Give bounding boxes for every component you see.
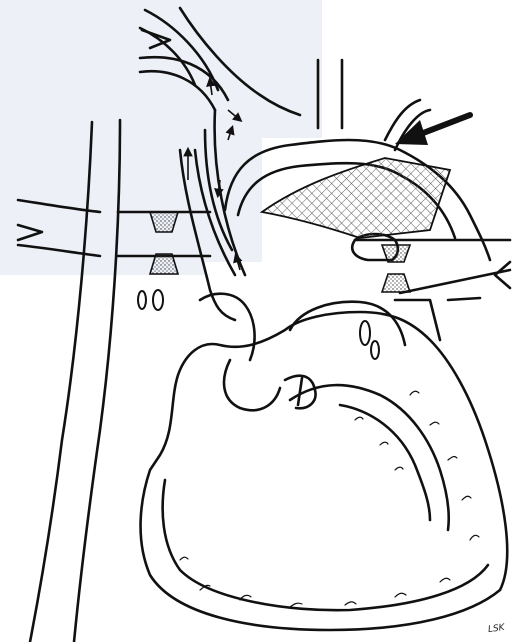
valve-leaflets (285, 376, 316, 409)
myocardium-texture (395, 593, 406, 597)
atrial-bulge (200, 294, 255, 360)
hatched-region (262, 158, 450, 238)
oval-mark (371, 341, 379, 359)
left-atrium-wall (395, 298, 480, 340)
myocardium-texture (290, 603, 302, 607)
ventricle-inner (340, 405, 430, 520)
right-branch-tip (495, 262, 510, 288)
myocardium-texture (410, 391, 419, 395)
aortic-root (290, 302, 405, 345)
myocardium-texture (395, 467, 403, 470)
myocardium-texture (380, 442, 388, 445)
ventricle-septum (290, 385, 449, 530)
myocardium-texture (470, 535, 479, 540)
myocardium-texture (462, 496, 471, 500)
heart-inner-wall (163, 480, 488, 610)
myocardium-texture (440, 578, 450, 582)
descending-aorta-lower (400, 270, 510, 293)
oval-mark (138, 291, 146, 309)
myocardium-texture (345, 602, 356, 605)
oval-mark (360, 321, 370, 345)
oval-mark (153, 290, 163, 310)
myocardium-texture (448, 457, 457, 460)
myocardium-texture (355, 417, 363, 420)
myocardium-texture (180, 557, 188, 560)
lower-chamber-loop (224, 360, 280, 410)
myocardium-texture (430, 422, 439, 425)
stipple-band-lower-right (382, 274, 410, 292)
